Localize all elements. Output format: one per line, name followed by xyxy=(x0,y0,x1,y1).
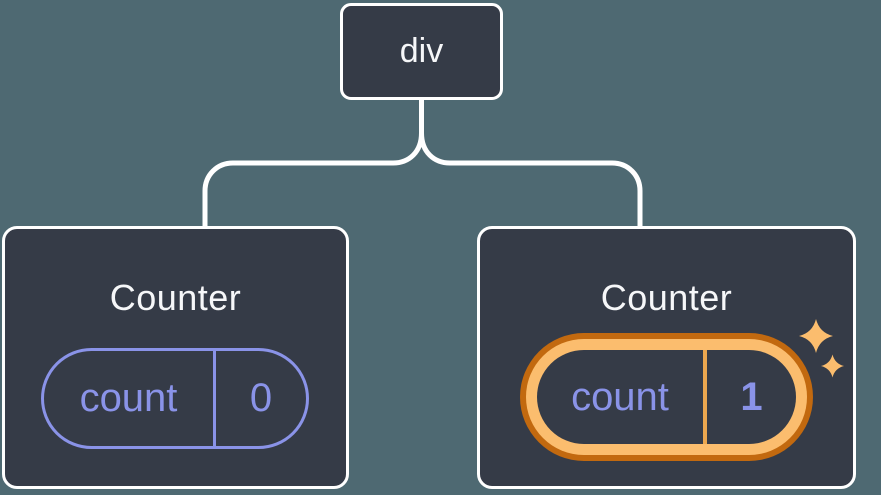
counter-title: Counter xyxy=(600,277,733,318)
state-pill-highlighted: count 1 xyxy=(520,333,813,461)
state-pill: count 0 xyxy=(41,348,309,449)
state-label: count xyxy=(44,351,216,446)
state-value: 1 xyxy=(740,374,763,419)
connector-right-branch xyxy=(419,130,643,229)
connector-left-branch xyxy=(202,130,424,229)
state-value: 0 xyxy=(249,376,273,420)
root-node-label: div xyxy=(399,32,444,70)
counter-card-right: Counter count 1 xyxy=(477,226,856,489)
state-pill: count 1 xyxy=(537,350,796,444)
highlight-ring: count 1 xyxy=(526,339,807,455)
root-node-div: div xyxy=(340,3,503,100)
state-label: count xyxy=(537,350,707,444)
counter-card-left: Counter count 0 xyxy=(2,226,349,489)
counter-title: Counter xyxy=(109,277,242,318)
